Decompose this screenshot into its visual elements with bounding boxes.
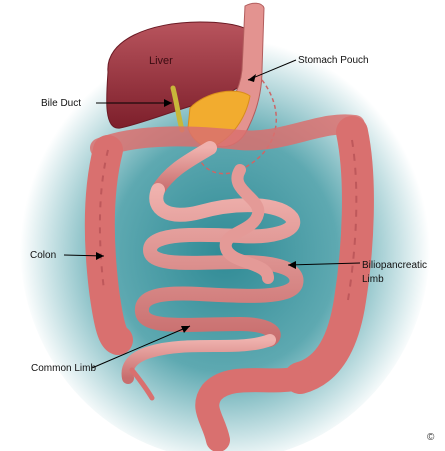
label-biliopancreatic-limb: Biliopancreatic Limb bbox=[362, 259, 427, 287]
copyright-mark: © bbox=[427, 432, 434, 444]
label-bile-duct: Bile Duct bbox=[41, 98, 81, 110]
label-liver: Liver bbox=[149, 55, 173, 67]
label-biliopancreatic-line1: Biliopancreatic bbox=[362, 259, 427, 273]
label-colon: Colon bbox=[30, 250, 56, 262]
label-stomach-pouch: Stomach Pouch bbox=[298, 55, 369, 67]
label-common-limb: Common Limb bbox=[31, 363, 96, 375]
label-biliopancreatic-line2: Limb bbox=[362, 273, 427, 287]
